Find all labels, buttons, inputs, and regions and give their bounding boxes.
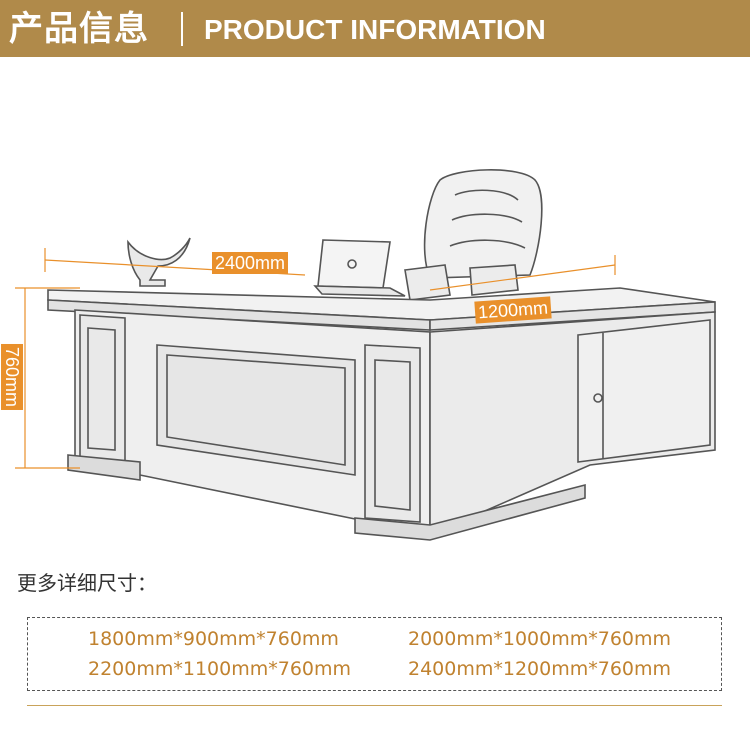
dimension-width-label: 2400mm: [212, 252, 289, 274]
desk-illustration: [15, 169, 716, 541]
size-option-4: 2400mm*1200mm*760mm: [408, 658, 672, 680]
more-sizes-title: 更多详细尺寸：: [17, 571, 157, 595]
bottom-divider: [27, 705, 722, 706]
section-header: 产品信息 PRODUCT INFORMATION: [0, 0, 750, 57]
size-options-box: 1800mm*900mm*760mm 2000mm*1000mm*760mm 2…: [27, 617, 722, 691]
header-divider: [181, 12, 183, 46]
header-title-cn: 产品信息: [9, 9, 149, 49]
size-option-3: 2200mm*1100mm*760mm: [88, 658, 352, 680]
dimension-height-label: 760mm: [1, 343, 24, 411]
size-option-1: 1800mm*900mm*760mm: [88, 628, 339, 650]
header-title-en: PRODUCT INFORMATION: [204, 14, 546, 45]
size-option-2: 2000mm*1000mm*760mm: [408, 628, 672, 650]
